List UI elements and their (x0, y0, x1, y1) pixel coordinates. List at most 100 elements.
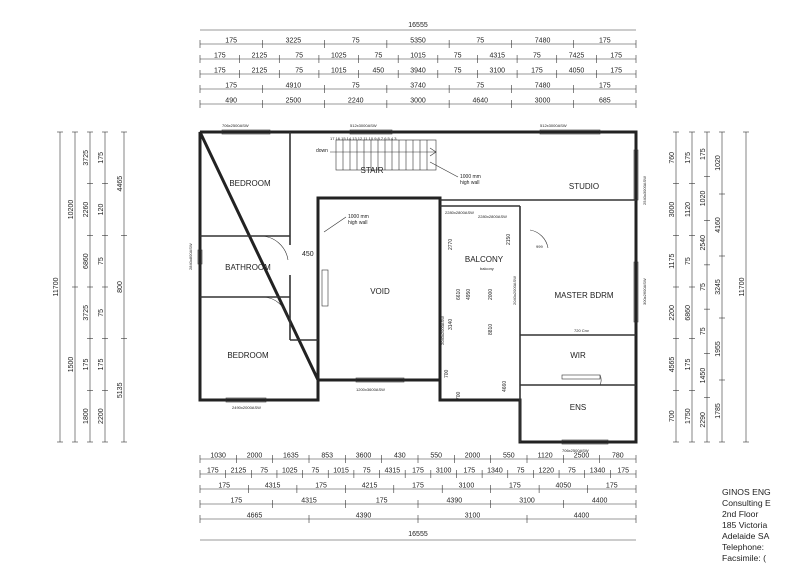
top_dimension_rows-value: 2500 (286, 98, 302, 105)
left-col3-value: 2260 (83, 202, 90, 218)
bottom_dimension_rows-value: 175 (207, 468, 219, 475)
right-col2-value: 175 (685, 152, 692, 164)
room-studio: STUDIO (569, 182, 599, 191)
left-col5-value: 800 (117, 281, 124, 293)
bottom_dimension_rows-value: 175 (230, 498, 242, 505)
window-void (355, 377, 405, 383)
top_dimension_rows-value: 4640 (472, 98, 488, 105)
wl-bal-vert-2: 2040x2000ASW (440, 316, 445, 345)
stair-down-note: down (316, 148, 328, 154)
top_dimension_rows-value: 175 (225, 83, 237, 90)
high-wall-note-2: 1000 mm high wall (323, 214, 369, 233)
bottom_dimension_rows-value: 4390 (356, 513, 372, 520)
window-studio-side (633, 149, 639, 201)
top_dimension_rows-value: 75 (352, 38, 360, 45)
top_dimension_rows-value: 1015 (410, 53, 426, 60)
bottom_dimension_rows-value: 550 (430, 453, 442, 460)
room-bedroom-2: BEDROOM (227, 351, 269, 360)
bottom_dimension_rows-value: 3100 (465, 513, 481, 520)
bottom_dimension_rows-value: 3100 (459, 483, 475, 490)
stair-treads (342, 140, 428, 170)
top_dimension_rows-value: 75 (374, 53, 382, 60)
bottom_dimension_rows-value: 75 (260, 468, 268, 475)
bottom_dimension_rows-value: 4315 (385, 468, 401, 475)
bottom_dimension_rows-value: 175 (509, 483, 521, 490)
wl-stair-top: 512x3000ASW (350, 123, 377, 128)
svg-text:1000 mm: 1000 mm (460, 174, 481, 180)
top_dimension_rows-value: 490 (225, 98, 237, 105)
right-col1-value: 3000 (669, 202, 676, 218)
right-col2-value: 6860 (685, 305, 692, 321)
dim-6610: 6610 (456, 289, 462, 300)
room-ens: ENS (570, 403, 586, 412)
title-block-line: Consulting E (722, 498, 771, 508)
bottom_dimension_rows-value: 75 (568, 468, 576, 475)
dim-3140: 3140 (448, 319, 454, 330)
left-col3-value: 3725 (83, 150, 90, 166)
left-col3-value: 1800 (83, 408, 90, 424)
room-bedroom-1: BEDROOM (229, 179, 271, 188)
bottom_dimension_rows-value: 4390 (447, 498, 463, 505)
left-col4-value: 2200 (98, 408, 105, 424)
overall-width-top: 16555 (408, 22, 428, 29)
top_dimension_rows-value: 75 (454, 53, 462, 60)
right-col3-value: 175 (700, 148, 707, 160)
bottom_dimension_rows-value: 175 (412, 468, 424, 475)
top_dimension_rows-value: 7480 (535, 38, 551, 45)
dim-999: 999 (536, 244, 543, 249)
bottom_dimension_rows-value: 2500 (574, 453, 590, 460)
bottom_dimension_rows-value: 3600 (356, 453, 372, 460)
bottom_dimension_rows-value: 175 (315, 483, 327, 490)
doors (259, 229, 602, 386)
right-col4-value: 1020 (715, 155, 722, 171)
top_dimension_rows-value: 3940 (410, 68, 426, 75)
left-col4-value: 175 (98, 152, 105, 164)
wl-balcony-2: 2280x2800ASW (478, 214, 507, 219)
bottom_dimension_rows-value: 1340 (487, 468, 503, 475)
window-master (633, 261, 639, 323)
wl-left: 2840x800ASW (188, 243, 193, 270)
left-col2-value: 10200 (68, 200, 75, 220)
bottom_dimension_rows-value: 4315 (301, 498, 317, 505)
bottom_dimension_rows-value: 550 (503, 453, 515, 460)
top_dimension_rows-value: 175 (531, 68, 543, 75)
bottom_dimension_rows-value: 4050 (556, 483, 572, 490)
right-col3-value: 2540 (700, 235, 707, 251)
top_dimension_rows-value: 7480 (535, 83, 551, 90)
bottom_dimension_rows-value: 4665 (247, 513, 263, 520)
bottom_dimension_rows-value: 75 (517, 468, 525, 475)
window-studio (539, 129, 601, 135)
room-bathroom: BATHROOM (225, 263, 271, 272)
top_dimension_rows-value: 3740 (410, 83, 426, 90)
bottom_dimension_rows-value: 1220 (538, 468, 554, 475)
ens-fixture (561, 374, 601, 380)
top_dimension_rows-value: 175 (599, 83, 611, 90)
window-bed2 (225, 397, 267, 403)
window-bed1 (221, 129, 271, 135)
right-col2-value: 1750 (685, 408, 692, 424)
balcony-sub: balcony (480, 266, 494, 271)
right-col1-value: 700 (669, 410, 676, 422)
title-block-line: 2nd Floor (722, 509, 759, 519)
high-wall-note-1: 1000 mm high wall (429, 161, 481, 186)
wl-master-right: 300x2600ASW (642, 278, 647, 305)
bottom_dimension_rows-value: 75 (312, 468, 320, 475)
wl-void-bottom: 1200x3600ASW (356, 387, 385, 392)
dim-2770: 2770 (448, 239, 454, 250)
bottom_dimension_rows-value: 780 (612, 453, 624, 460)
top_dimension_rows-value: 5350 (410, 38, 426, 45)
top_dimension_rows-value: 2240 (348, 98, 364, 105)
bottom_dimension_rows-value: 75 (363, 468, 371, 475)
right-col2-value: 175 (685, 359, 692, 371)
title-block-line: Adelaide SA (722, 531, 770, 541)
bottom_dimension_rows-value: 1030 (210, 453, 226, 460)
stair-arrow (330, 147, 437, 157)
top_dimension_rows-value: 175 (214, 68, 226, 75)
bottom_dimension_rows-value: 1340 (590, 468, 606, 475)
left-col4-value: 120 (98, 204, 105, 216)
bottom_dimension_rows-value: 2125 (231, 468, 247, 475)
windows (197, 129, 639, 445)
wl-bed2-bottom: 2490x2000ASW (232, 405, 261, 410)
